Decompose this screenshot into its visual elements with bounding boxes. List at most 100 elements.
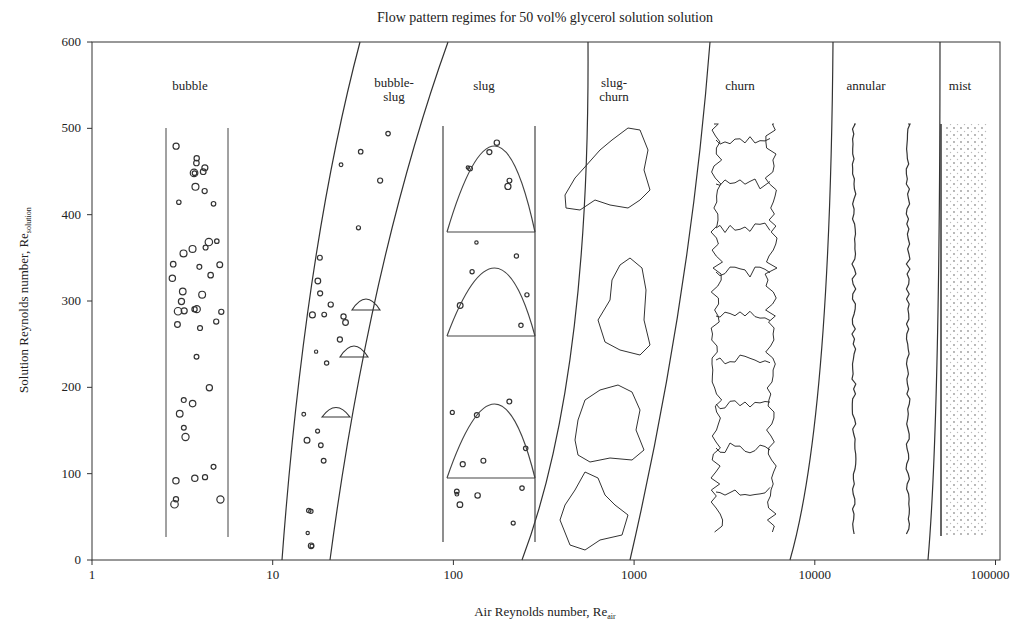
- bubble: [470, 270, 474, 274]
- y-tick-label: 500: [61, 121, 83, 135]
- y-tick-label: 200: [61, 380, 83, 394]
- bubble: [475, 241, 478, 244]
- bubble: [318, 291, 323, 296]
- bubble: [206, 385, 212, 391]
- bubble: [321, 458, 326, 463]
- bubble: [200, 169, 206, 175]
- y-tick: [87, 473, 92, 474]
- bubble: [170, 261, 176, 267]
- y-tick: [87, 560, 92, 561]
- axis-subscript: air: [607, 612, 615, 621]
- y-tick: [87, 214, 92, 215]
- bubble-column: [166, 128, 228, 537]
- bubble: [192, 183, 199, 190]
- bubble: [202, 475, 207, 480]
- x-tick: [272, 560, 273, 565]
- bubble: [511, 521, 515, 525]
- bubble: [192, 475, 198, 481]
- bubble: [211, 464, 216, 469]
- axis-title-text: Air Reynolds number, Re: [474, 604, 607, 619]
- boundary-line: [282, 42, 360, 560]
- boundary-line: [790, 42, 833, 560]
- churn-lobe: [716, 179, 770, 189]
- x-tick-label: 1000: [620, 568, 648, 582]
- bubble: [314, 350, 317, 353]
- slug-churn-blobs: [560, 128, 650, 550]
- mist-droplets: [944, 124, 988, 536]
- bubble: [322, 312, 327, 317]
- x-tick: [814, 560, 815, 565]
- bubble: [378, 178, 383, 183]
- bubble: [308, 543, 314, 549]
- regime-label: churn: [724, 79, 756, 93]
- annular-wall: [906, 124, 910, 534]
- bubble: [507, 178, 512, 183]
- bubble: [215, 239, 219, 243]
- annular-film: [852, 124, 910, 534]
- x-axis-title: Air Reynolds number, Reair: [473, 605, 617, 619]
- bubble: [481, 458, 486, 463]
- x-tick: [634, 560, 635, 565]
- bubble: [189, 400, 195, 406]
- bubble: [192, 307, 197, 312]
- axis-ticks: [87, 42, 996, 565]
- bubble: [520, 486, 524, 490]
- y-tick-label: 100: [61, 467, 83, 481]
- bubble-dots: [169, 131, 529, 548]
- bubble: [317, 255, 322, 260]
- churn-lobe: [716, 267, 770, 277]
- bubble: [217, 496, 224, 503]
- bubble: [466, 166, 469, 169]
- bubble: [343, 320, 349, 326]
- bubble: [319, 443, 324, 448]
- regime-label: bubble- slug: [371, 76, 417, 105]
- x-tick-label: 100: [443, 568, 465, 582]
- annular-wall: [852, 124, 856, 534]
- x-tick-label: 100000: [970, 568, 1011, 582]
- bubble: [487, 150, 492, 155]
- x-tick-label: 10000: [798, 568, 833, 582]
- y-tick-label: 300: [61, 294, 83, 308]
- churn-lobe: [716, 311, 770, 320]
- mist-wall: [940, 124, 942, 536]
- regime-boundaries: [282, 42, 940, 560]
- axis-subscript: solution: [24, 207, 33, 233]
- y-axis-title: Solution Reynolds number, Resolution: [17, 206, 31, 394]
- bubble-slug-caps: [322, 299, 380, 417]
- bubble: [179, 288, 186, 295]
- bubble: [174, 308, 181, 315]
- bubble: [198, 326, 203, 331]
- bubble: [202, 188, 207, 193]
- bubble: [455, 492, 459, 496]
- bubble: [358, 149, 363, 154]
- bubble: [457, 502, 463, 508]
- bubble: [181, 398, 186, 403]
- boundary-line: [928, 42, 940, 560]
- y-tick: [87, 301, 92, 302]
- y-tick: [87, 128, 92, 129]
- churn-wall: [711, 124, 723, 532]
- bubble: [169, 275, 175, 281]
- regime-label: mist: [948, 79, 972, 93]
- churn-lobe: [716, 355, 770, 364]
- bubble: [507, 399, 512, 404]
- regime-label: slug- churn: [591, 76, 637, 105]
- regime-label: bubble: [171, 79, 208, 93]
- bubble: [310, 544, 314, 548]
- bubble: [214, 319, 219, 324]
- bubble: [475, 493, 480, 498]
- bubble: [178, 298, 184, 304]
- bubble: [309, 312, 315, 318]
- bubble: [177, 200, 181, 204]
- bubble: [189, 245, 196, 252]
- y-tick: [87, 42, 92, 43]
- bubble: [219, 309, 224, 314]
- bubble: [190, 169, 198, 177]
- bubble: [328, 302, 333, 307]
- bubble: [339, 163, 343, 167]
- y-tick-label: 0: [74, 553, 83, 567]
- axis-title-text: Solution Reynolds number, Re: [16, 233, 31, 393]
- bubble: [194, 160, 200, 166]
- bubble: [197, 264, 202, 269]
- bubble: [494, 140, 499, 145]
